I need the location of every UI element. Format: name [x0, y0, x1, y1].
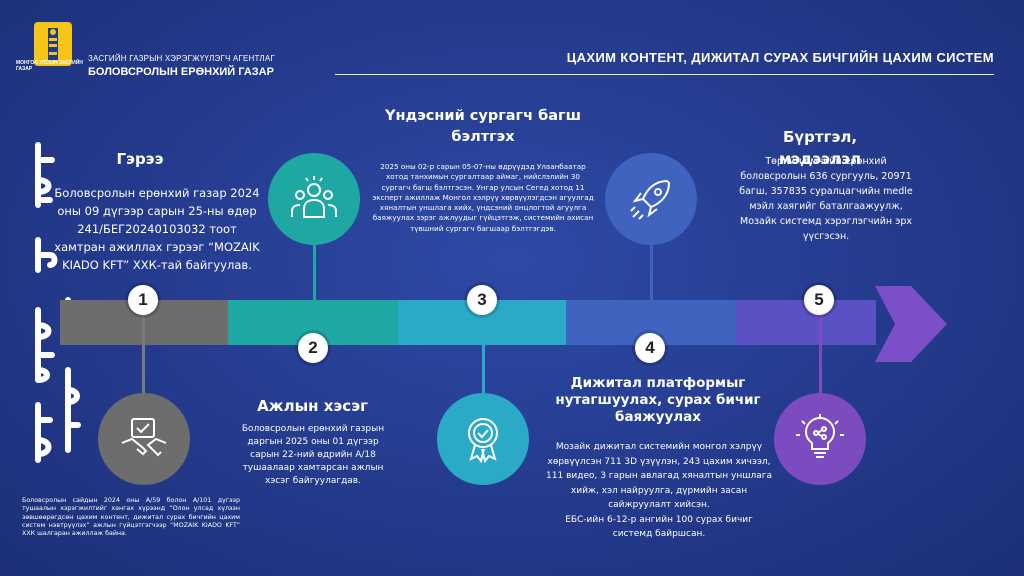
step-2-number: 2	[298, 333, 328, 363]
handshake-icon	[121, 418, 167, 457]
step-2-text: Боловсролын ерөнхий газрын даргын 2025 о…	[241, 424, 385, 486]
step-2-title: Ажлын хэсэг	[257, 397, 368, 415]
step-3-text: 2025 оны 02-р сарын 05-07-ны өдрүүдэд Ул…	[372, 162, 594, 233]
step-3-number: 3	[467, 285, 497, 315]
step-4-circle	[605, 153, 697, 245]
lightbulb-icon	[796, 414, 844, 458]
step-5-circle	[774, 393, 866, 485]
team-icon	[291, 176, 337, 218]
stem-4	[650, 235, 653, 315]
footnote: Боловсролын сайдын 2024 оны А/59 болон А…	[22, 497, 240, 538]
soyombo-emblem-icon	[34, 22, 72, 66]
step-3-title: Үндэсний сургагч багш бэлтгэх	[384, 108, 582, 145]
step-2-circle	[268, 153, 360, 245]
rocket-icon	[630, 179, 671, 220]
logo-caption: МОНГОЛ УЛСЫН ЗАСГИЙН ГАЗАР	[16, 60, 83, 72]
step-1-circle	[98, 393, 190, 485]
certificate-icon	[468, 418, 498, 464]
step-5-number: 5	[804, 285, 834, 315]
stem-2	[313, 235, 316, 315]
header-divider	[335, 74, 994, 75]
agency-name: БОЛОВСРОЛЫН ЕРӨНХИЙ ГАЗАР	[88, 66, 274, 78]
timeline-arrowhead	[875, 286, 947, 362]
stem-1	[142, 300, 145, 400]
step-4-number: 4	[635, 333, 665, 363]
step-4-text: Мозайк дижитал системийн монгол хэлрүү х…	[546, 442, 772, 539]
step-5-text: Төрийн өмчийн ерөнхий боловсролын 636 су…	[739, 156, 913, 242]
step-1-title: Гэрээ	[116, 150, 164, 168]
step-5-title: Бүртгэл, мэдээлэл	[779, 128, 861, 168]
step-4-title: Дижитал платформыг нутагшуулах, сурах би…	[555, 375, 761, 425]
step-1-text: Боловсролын ерөнхий газар 2024 оны 09 дү…	[54, 186, 260, 272]
step-1-number: 1	[128, 285, 158, 315]
page-title: ЦАХИМ КОНТЕНТ, ДИЖИТАЛ СУРАХ БИЧГИЙН ЦАХ…	[566, 50, 994, 65]
stem-5	[819, 300, 822, 400]
step-3-circle	[437, 393, 529, 485]
agency-subtitle: ЗАСГИЙН ГАЗРЫН ХЭРЭГЖҮҮЛЭГЧ АГЕНТЛАГ	[88, 54, 275, 63]
stem-3	[482, 300, 485, 400]
